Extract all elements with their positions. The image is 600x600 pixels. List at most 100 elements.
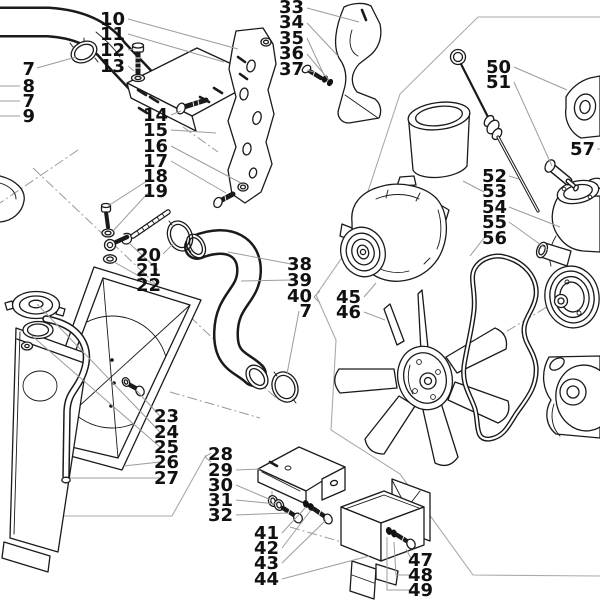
callout-24-18: 24 xyxy=(154,422,179,443)
callout-19-13: 19 xyxy=(143,181,168,202)
alternator xyxy=(339,175,450,282)
leader-line-35 xyxy=(306,37,325,76)
leader-line-41 xyxy=(281,506,307,534)
dipstick xyxy=(449,48,540,213)
leader-line-49 xyxy=(386,537,412,591)
leader-line-37 xyxy=(306,69,315,73)
callout-18-12: 18 xyxy=(143,166,168,187)
engine-mount xyxy=(565,75,600,139)
callout-31-25: 31 xyxy=(208,490,233,511)
callout-10-0: 10 xyxy=(100,9,125,30)
leader-line-33 xyxy=(306,7,360,23)
leader-line-36 xyxy=(306,53,330,81)
callout-25-19: 25 xyxy=(154,437,179,458)
leader-line-38 xyxy=(227,251,292,265)
callout-46-41: 46 xyxy=(336,302,361,323)
radiator-cap xyxy=(4,290,66,351)
bolt-16 xyxy=(213,191,236,209)
callout-48-51: 48 xyxy=(408,565,433,586)
callout-41-27: 41 xyxy=(254,523,279,544)
leader-line-15 xyxy=(170,129,217,134)
leader-line-7 xyxy=(286,310,300,375)
expansion-tank xyxy=(340,478,431,600)
callout-54-46: 54 xyxy=(482,197,507,218)
hose-clamp-20 xyxy=(166,220,194,253)
nut-17 xyxy=(237,182,249,192)
mounting-plate-upper xyxy=(126,47,263,132)
engine-bracket-plate xyxy=(227,27,277,204)
leader-line-31 xyxy=(235,499,277,505)
cooling-fan xyxy=(334,289,510,467)
left-hose-stub xyxy=(0,175,25,223)
leader-line-13 xyxy=(127,65,135,72)
callout-53-45: 53 xyxy=(482,181,507,202)
leader-line-50 xyxy=(513,66,568,91)
callout-27-21: 27 xyxy=(154,468,179,489)
callout-42-28: 42 xyxy=(254,538,279,559)
washer-13 xyxy=(130,73,146,83)
callout-38-36: 38 xyxy=(287,254,312,275)
leader-line-34 xyxy=(306,22,339,57)
callout-34-32: 34 xyxy=(279,12,304,33)
callout-7-4: 7 xyxy=(22,59,35,80)
leader-line-7 xyxy=(36,56,77,69)
leader-line-10 xyxy=(127,18,239,50)
leader-line-28 xyxy=(204,452,212,458)
leader-line-16 xyxy=(170,145,242,184)
callout-11-1: 11 xyxy=(100,24,125,45)
leader-line-55 xyxy=(508,221,549,251)
leader-line-56 xyxy=(469,237,485,257)
leader-line-54 xyxy=(508,206,561,228)
callout-35-33: 35 xyxy=(279,28,304,49)
water-pump-pulley xyxy=(544,265,600,329)
bolt-23 xyxy=(121,377,145,397)
bolt-47 xyxy=(385,527,416,550)
tensioner-pulley xyxy=(542,355,600,439)
callout-57-49: 57 xyxy=(570,139,595,160)
filter-cylinder xyxy=(407,101,471,179)
callout-52-44: 52 xyxy=(482,166,507,187)
leader-line-18 xyxy=(107,178,151,207)
callout-13-3: 13 xyxy=(100,56,125,77)
leader-line-19 xyxy=(112,192,149,232)
leader-line-28 xyxy=(204,456,212,463)
callout-47-50: 47 xyxy=(408,550,433,571)
callout-40-38: 40 xyxy=(287,286,312,307)
leader-line-25 xyxy=(30,334,161,448)
overflow-hose xyxy=(42,315,91,484)
bolt-set-41-43 xyxy=(302,500,333,525)
leader-line-23 xyxy=(135,389,161,417)
temperature-sensor xyxy=(544,159,579,192)
callout-20-14: 20 xyxy=(136,245,161,266)
support-bracket xyxy=(257,446,346,505)
lower-radiator-hose xyxy=(184,229,269,390)
callout-36-34: 36 xyxy=(279,43,304,64)
leader-line-30 xyxy=(235,484,272,501)
callout-45-40: 45 xyxy=(336,287,361,308)
callout-50-42: 50 xyxy=(486,57,511,78)
callout-26-20: 26 xyxy=(154,452,179,473)
callout-51-43: 51 xyxy=(486,72,511,93)
leader-line-11 xyxy=(127,33,225,63)
callout-9-7: 9 xyxy=(22,106,35,127)
callout-37-35: 37 xyxy=(279,59,304,80)
leader-line-12 xyxy=(127,48,134,51)
callout-39-37: 39 xyxy=(287,270,312,291)
leader-line-24 xyxy=(36,303,161,433)
hose-clamp-lower xyxy=(271,371,299,404)
callout-33-31: 33 xyxy=(279,0,304,18)
leader-line-21 xyxy=(128,242,159,271)
callout-16-10: 16 xyxy=(143,136,168,157)
callout-56-48: 56 xyxy=(482,228,507,249)
callout-7-6: 7 xyxy=(22,91,35,112)
leader-lines-layer xyxy=(0,7,600,591)
leader-line-40 xyxy=(313,296,321,304)
callout-17-11: 17 xyxy=(143,151,168,172)
alternator-bracket xyxy=(334,2,382,124)
callout-12-2: 12 xyxy=(100,40,125,61)
leader-line-48 xyxy=(393,541,412,576)
callout-43-29: 43 xyxy=(254,553,279,574)
leader-line-26 xyxy=(123,461,161,467)
